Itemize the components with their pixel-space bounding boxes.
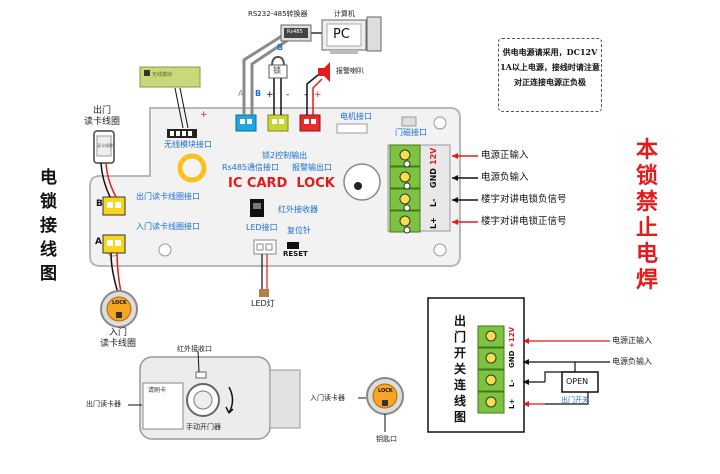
wireless-port-label: 无线模块接口 xyxy=(164,140,212,149)
warning-char-4: 止 xyxy=(636,216,659,241)
title-char-4: 线 xyxy=(40,240,57,260)
terminal-l-minus: L- xyxy=(429,198,438,207)
manual-switch-label: 手动开门器 xyxy=(186,423,221,431)
door-sensor-label: 门磁接口 xyxy=(395,128,427,137)
desc-power-pos: 电源正输入 xyxy=(481,150,529,161)
warning-char-2: 锁 xyxy=(636,164,659,189)
entry-reader-lock-word: LOCK xyxy=(112,300,127,306)
motor-port xyxy=(336,123,368,134)
port-a-letter: A xyxy=(95,237,102,247)
exit-reader-coil-label: 出门 读卡线圈 xyxy=(83,106,120,127)
desc-power-neg: 电源负输入 xyxy=(481,172,529,183)
alarm-speaker-icon xyxy=(318,62,330,82)
lock2-minus: - xyxy=(286,90,290,100)
title-char-5: 图 xyxy=(40,264,57,284)
pc-label: PC xyxy=(333,27,350,42)
alarm-output-label: 报警输出口 xyxy=(292,163,332,172)
led-bulb xyxy=(259,289,269,297)
warning-char-1: 本 xyxy=(636,138,659,163)
buzzer xyxy=(343,163,381,201)
entry-reader-label: 入门读卡器 xyxy=(310,394,345,402)
computer-label: 计算机 xyxy=(334,10,355,18)
lock2-plus: + xyxy=(266,90,274,100)
desc-intercom-pos: 楼宇对讲电锁正信号 xyxy=(481,216,567,227)
controller-board xyxy=(89,107,461,267)
alarm-speaker-label: 报警喇叭 xyxy=(336,67,364,75)
switch-label: 出门开关 xyxy=(561,396,589,404)
exit-coil-port xyxy=(102,196,126,216)
keyhole-label: 钥匙口 xyxy=(376,435,397,443)
rs485-port xyxy=(235,114,257,132)
port-b-letter: B xyxy=(96,199,103,209)
terminal-gnd: GND xyxy=(429,168,438,188)
terminal-screws xyxy=(389,144,421,234)
led-port-label: LED接口 xyxy=(246,223,278,232)
converter-label: RS232-485转换器 xyxy=(248,10,308,18)
exit-reader-label: 出门读卡器 xyxy=(86,400,121,408)
rs485-port-label: Rs485通信接口 xyxy=(222,163,279,172)
exit-coil-port-label: 出门读卡线圈接口 xyxy=(136,192,200,201)
wireless-plus: + xyxy=(200,110,208,120)
ic-card-lock-title: IC CARD LOCK xyxy=(228,176,335,191)
alarm-minus: - xyxy=(304,90,308,100)
desc-intercom-neg: 楼宇对讲电锁负信号 xyxy=(481,194,567,205)
led-light-label: LED灯 xyxy=(251,299,275,308)
wireless-module-board xyxy=(139,66,201,88)
terminal-l-plus: L+ xyxy=(429,217,438,229)
ir-receiver-label: 红外接收器 xyxy=(278,205,318,214)
coil-face-text: 读卡线圈 xyxy=(97,143,113,148)
switch-term-gnd: GND xyxy=(508,350,516,368)
switch-title-7: 图 xyxy=(454,410,467,424)
switch-power-pos-label: 电源正输入 xyxy=(612,336,652,345)
terminal-a-mark: A xyxy=(238,89,244,98)
warning-char-6: 焊 xyxy=(636,268,659,293)
switch-power-neg-label: 电源负输入 xyxy=(612,357,652,366)
warning-char-5: 电 xyxy=(636,242,659,267)
switch-title-4: 关 xyxy=(454,362,467,376)
alarm-plus: + xyxy=(314,90,322,100)
title-char-2: 锁 xyxy=(40,192,57,212)
ir-window-label: 红外接收口 xyxy=(177,345,212,353)
switch-term-l-plus: L+ xyxy=(508,398,516,409)
switch-title-1: 出 xyxy=(454,314,467,328)
terminal-12v: 12V xyxy=(429,147,438,165)
power-supply-note: 供电电源请采用，DC12V 1A以上电源，接线时请注意对正连接电源正负极 xyxy=(498,38,602,112)
switch-title-2: 门 xyxy=(454,330,467,344)
entry-coil-port xyxy=(102,234,126,254)
title-char-1: 电 xyxy=(40,168,57,188)
rs485-chip-label: Rs485 xyxy=(287,29,303,35)
pc-tower xyxy=(366,16,382,52)
open-label: OPEN xyxy=(566,377,589,386)
open-button xyxy=(561,371,599,393)
lock-icon xyxy=(268,64,288,79)
reset-label: RESET xyxy=(283,250,308,258)
alarm-port xyxy=(299,114,321,132)
switch-term-l-minus: L- xyxy=(508,379,516,387)
outer-reader-lock-word: LOCK xyxy=(378,388,393,394)
switch-title-3: 开 xyxy=(454,346,467,360)
terminal-b-mark: B xyxy=(255,89,262,98)
buzzer-ring xyxy=(177,153,207,183)
motor-port-label: 电机接口 xyxy=(340,112,372,121)
lock-icon-char: 锁 xyxy=(273,66,281,75)
entry-coil-port-label: 入门读卡线圈接口 xyxy=(136,222,200,231)
exit-switch-terminals xyxy=(477,325,505,414)
switch-term-12v: +12V xyxy=(508,326,516,348)
lock2-output-label: 锁2控制输出 xyxy=(262,151,308,160)
title-char-3: 接 xyxy=(40,216,57,236)
lock2-port xyxy=(267,114,289,132)
wireless-module-label: 无线模块 xyxy=(152,72,173,78)
card-face-label: 请刷卡 xyxy=(148,387,167,394)
reset-pin-label: 复位针 xyxy=(287,226,311,235)
switch-title-6: 线 xyxy=(454,394,467,408)
warning-char-3: 禁 xyxy=(636,190,659,215)
switch-title-5: 连 xyxy=(454,378,467,392)
door-sensor-port xyxy=(401,116,417,127)
reset-pin-header xyxy=(287,242,299,249)
exit-switch-frame xyxy=(427,297,525,433)
converter-b-mark: B xyxy=(277,43,284,52)
entry-reader-coil-label: 入门 读卡线圈 xyxy=(99,328,136,349)
